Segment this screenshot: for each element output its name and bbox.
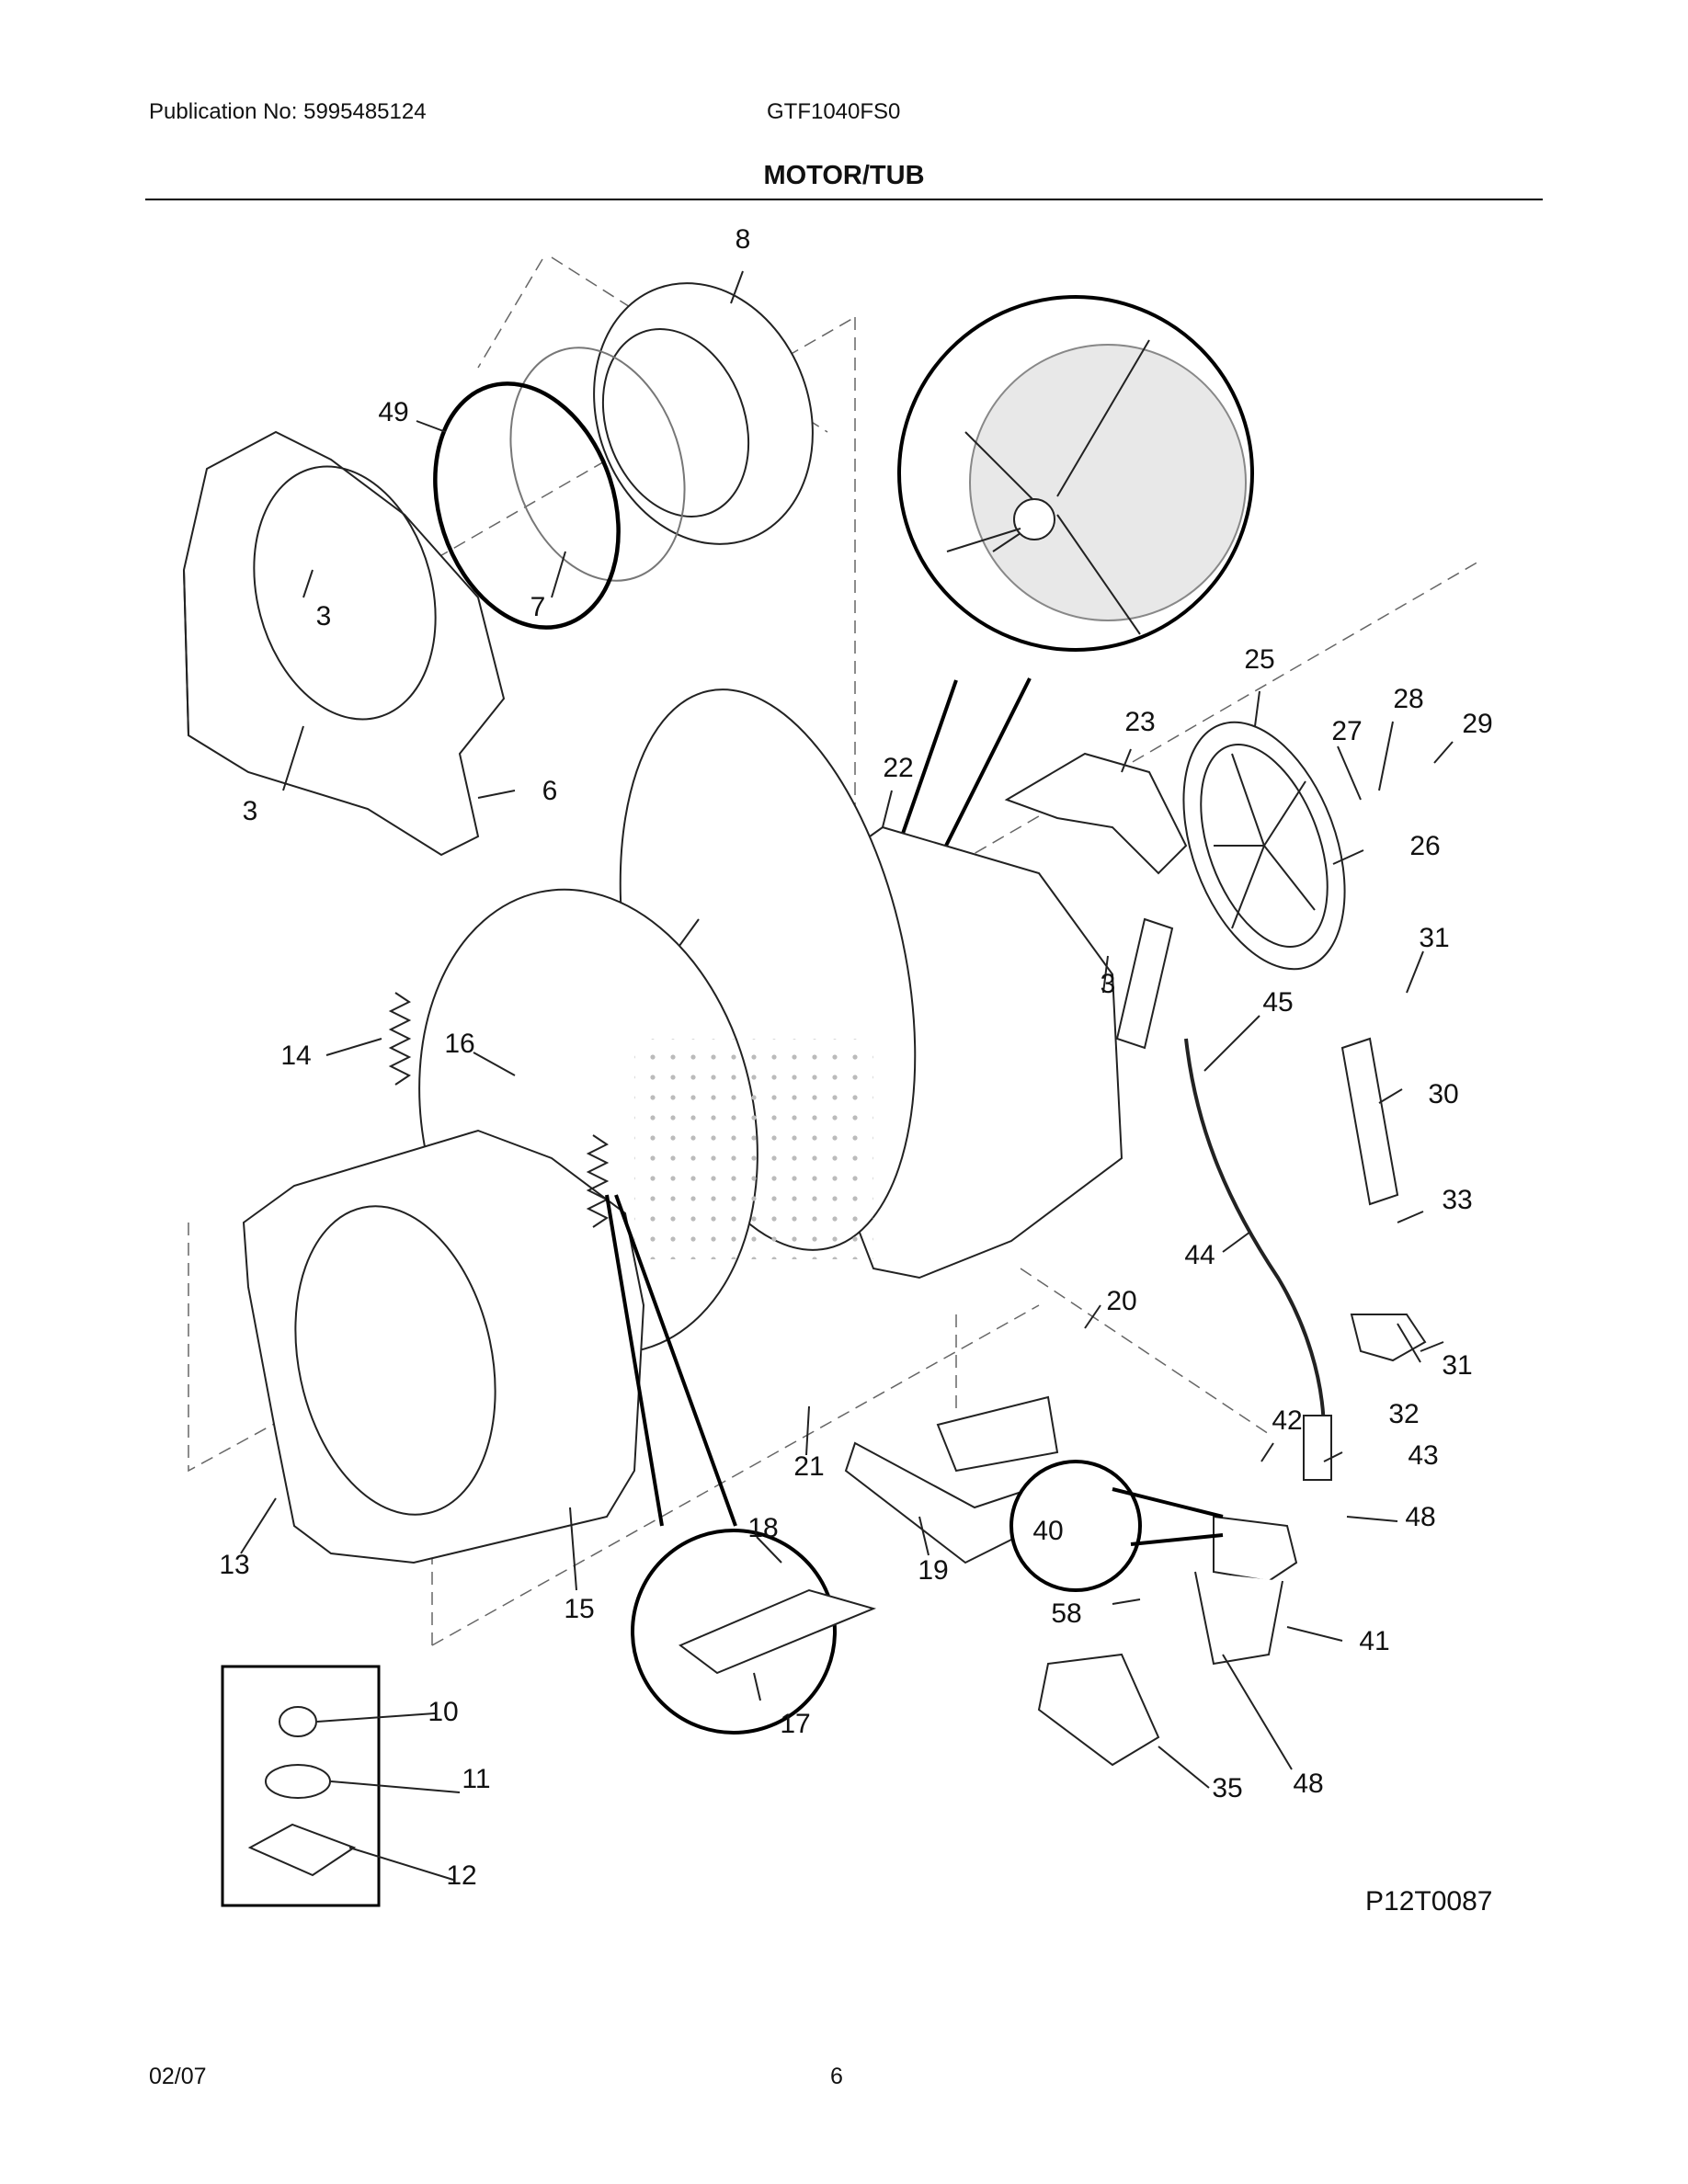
- callout-label: 48: [1293, 1769, 1323, 1799]
- callout-label: 16: [444, 1029, 474, 1059]
- callout-label: 3: [243, 796, 258, 826]
- callout-label: 23: [1124, 707, 1155, 737]
- header-rule: [145, 199, 1543, 200]
- callout-label: 30: [1428, 1079, 1458, 1109]
- callout-label: 48: [1405, 1502, 1435, 1532]
- callout-label: 29: [1462, 709, 1492, 739]
- callout-label: 41: [1359, 1626, 1389, 1656]
- callout-label: 31: [1442, 1350, 1472, 1381]
- callout-label: 11: [462, 1764, 490, 1794]
- callout-label: 44: [1184, 1240, 1215, 1270]
- callout-label: 17: [780, 1709, 810, 1739]
- callout-label: 3: [316, 601, 332, 631]
- callout-label: 13: [219, 1550, 249, 1580]
- callout-label: 26: [1409, 831, 1440, 861]
- callout-label: 21: [793, 1451, 824, 1482]
- callout-label: 19: [918, 1555, 948, 1586]
- callout-label: 28: [1393, 684, 1423, 714]
- callout-label: 14: [280, 1041, 311, 1071]
- callout-label: 15: [564, 1594, 594, 1624]
- callout-label: 27: [1331, 716, 1362, 746]
- callout-label: 49: [378, 397, 408, 427]
- callout-label: 6: [542, 776, 558, 806]
- section-title: MOTOR/TUB: [763, 161, 925, 190]
- callout-label: 12: [446, 1860, 476, 1891]
- callout-label: 25: [1244, 644, 1274, 675]
- callout-label: 31: [1419, 923, 1449, 953]
- callout-label: 43: [1408, 1440, 1438, 1471]
- callout-label: 7: [530, 592, 546, 622]
- model-number: GTF1040FS0: [767, 99, 901, 124]
- callout-label: 22: [883, 753, 913, 783]
- page-number: 6: [830, 2064, 843, 2089]
- drawing-code: P12T0087: [1365, 1886, 1493, 1917]
- callout-label: 33: [1442, 1185, 1472, 1215]
- callout-label: 45: [1262, 987, 1293, 1018]
- callout-label: 10: [428, 1697, 458, 1727]
- callout-label: 32: [1388, 1399, 1419, 1429]
- callout-label: 8: [736, 224, 751, 255]
- callout-label: 18: [747, 1513, 778, 1543]
- callout-label: 42: [1272, 1405, 1302, 1436]
- callout-label: 35: [1212, 1773, 1242, 1803]
- callout-label: 40: [1032, 1516, 1063, 1546]
- footer-date: 02/07: [149, 2064, 207, 2089]
- publication-number: Publication No: 5995485124: [149, 99, 427, 124]
- callout-label: 58: [1051, 1598, 1081, 1629]
- callout-label: 3: [1101, 969, 1116, 999]
- callout-label: 20: [1106, 1286, 1136, 1316]
